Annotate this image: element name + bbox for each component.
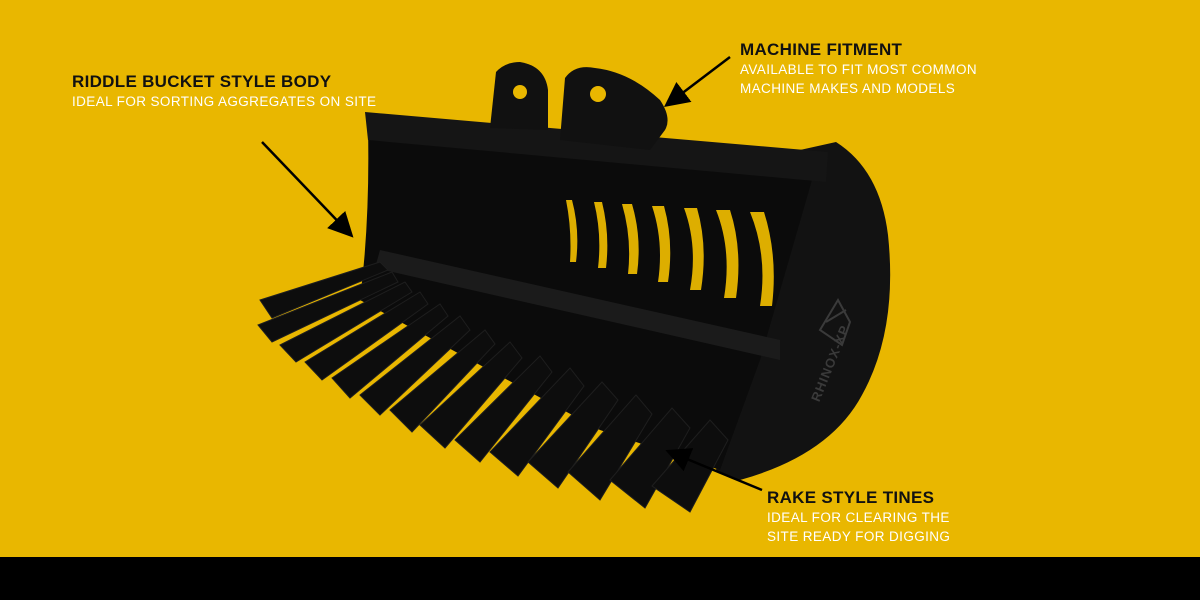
callout-machine-desc-line1: AVAILABLE TO FIT MOST COMMON xyxy=(740,62,977,77)
riddle-slots xyxy=(566,200,774,306)
rake-tines xyxy=(257,261,729,513)
callout-machine-title: MACHINE FITMENT xyxy=(740,40,903,59)
bucket-top-bar xyxy=(365,112,828,182)
riddle-arrow xyxy=(261,141,354,238)
callout-arrows xyxy=(261,56,763,492)
product-illustration: RHINOX-XP RIDDLE BUCKET STYLE BODY IDEAL… xyxy=(0,0,1200,557)
callout-rake-desc-line1: IDEAL FOR CLEARING THE xyxy=(767,510,950,525)
callout-riddle-bucket: RIDDLE BUCKET STYLE BODY IDEAL FOR SORTI… xyxy=(72,72,412,111)
hitch-right-ear xyxy=(560,67,668,150)
machine-arrow xyxy=(664,56,731,108)
footer-bar xyxy=(0,557,1200,600)
callout-rake-desc-line2: SITE READY FOR DIGGING xyxy=(767,529,951,544)
callout-rake-tines: RAKE STYLE TINES IDEAL FOR CLEARING THE … xyxy=(767,488,997,546)
callout-riddle-desc: IDEAL FOR SORTING AGGREGATES ON SITE xyxy=(72,94,377,109)
bucket-side-plate xyxy=(716,142,891,480)
rake-arrow xyxy=(665,448,763,492)
callout-riddle-title: RIDDLE BUCKET STYLE BODY xyxy=(72,72,332,91)
tine-cross-bar xyxy=(375,250,780,360)
callout-rake-title: RAKE STYLE TINES xyxy=(767,488,935,507)
callout-machine-desc-line2: MACHINE MAKES AND MODELS xyxy=(740,81,956,96)
callout-machine-fitment: MACHINE FITMENT AVAILABLE TO FIT MOST CO… xyxy=(740,40,1020,98)
riddle-bucket-graphic xyxy=(257,62,891,513)
rhino-logo-icon xyxy=(818,297,852,347)
